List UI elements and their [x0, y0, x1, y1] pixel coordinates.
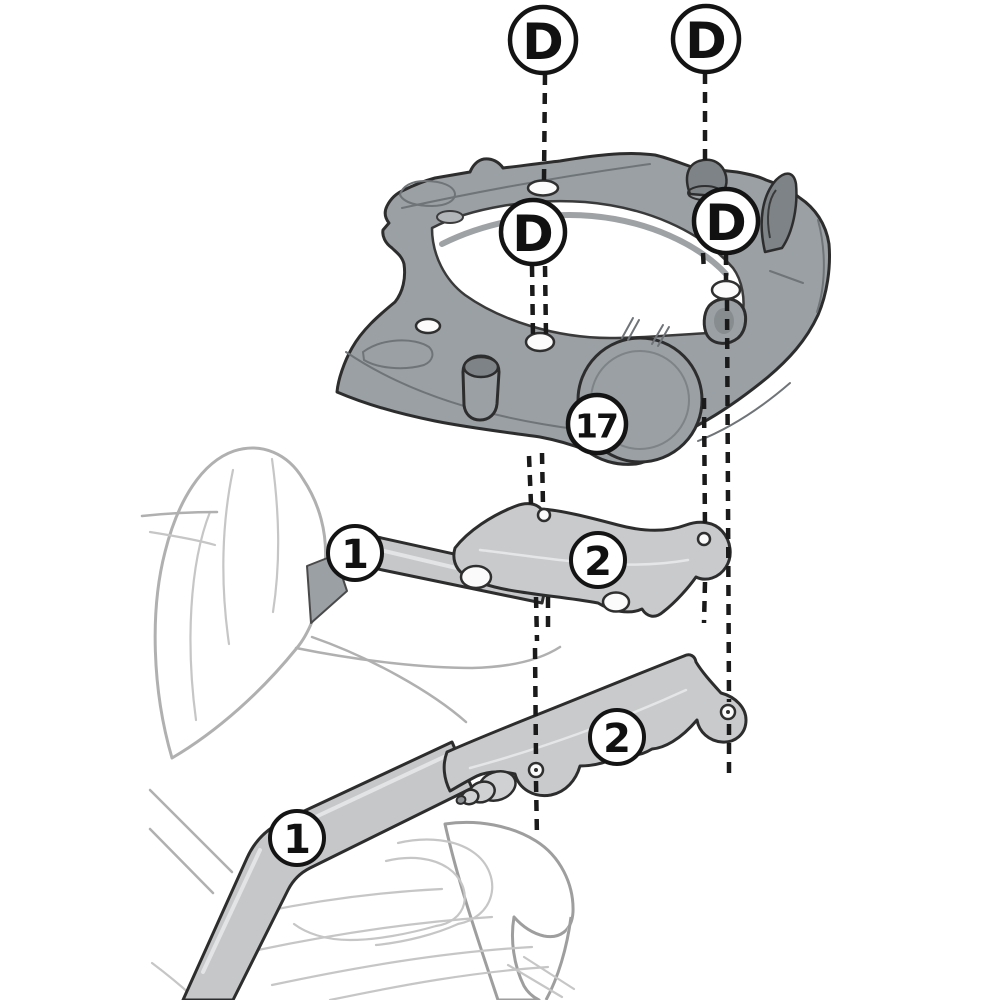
front-wall-crease	[697, 382, 791, 442]
dashed-line	[724, 299, 732, 703]
dashed-line	[533, 596, 540, 642]
callout-label: D	[522, 13, 564, 71]
tail-light-chevron	[384, 856, 466, 928]
callouts: D D D D 17 1 2 2	[268, 3, 761, 867]
seat-front-line	[140, 510, 219, 518]
dashed-line	[542, 265, 549, 337]
callout-1-lower-rail: 1	[268, 809, 326, 867]
wing-crease	[769, 270, 804, 284]
tail-light-housing	[443, 820, 575, 1000]
seat-front-line	[148, 530, 217, 547]
callout-17-plate: 17	[565, 392, 629, 456]
callout-circle	[670, 3, 742, 75]
callout-circle	[588, 708, 646, 766]
callout-d-mid-left: D	[498, 197, 568, 267]
callout-d-top-right: D	[670, 3, 742, 75]
callout-d-mid-right: D	[691, 186, 761, 256]
callout-2-lower-bracket: 2	[588, 708, 646, 766]
dashed-line	[700, 252, 707, 273]
dashed-line	[533, 780, 540, 839]
tail-light-chevron	[292, 922, 438, 942]
top-bar-edge-line	[401, 163, 651, 209]
fender-line	[522, 955, 576, 991]
callout-label: D	[512, 205, 554, 263]
tail-panel-line	[256, 915, 494, 952]
right-fin-inner-line	[767, 189, 777, 239]
dashed-line	[539, 452, 546, 507]
rubber-bumper-right-top	[714, 308, 734, 334]
callout-circle	[565, 392, 629, 456]
plate-hole-deck-right	[710, 279, 742, 301]
opening-wall-shade	[439, 212, 729, 277]
tail-light-chevron	[396, 838, 494, 926]
callout-label: D	[685, 12, 727, 70]
backrest-outline	[153, 446, 328, 760]
tail-cowl-line	[310, 635, 468, 724]
backrest-seam	[270, 457, 280, 614]
dashed-line	[701, 581, 708, 624]
callout-circle	[326, 524, 384, 582]
lower-bracket-crease	[468, 688, 688, 770]
plate-hole-deck-left	[524, 331, 556, 353]
upper-bracket-slot	[459, 564, 493, 590]
callout-label: 1	[283, 817, 311, 863]
plate-hole-top-left	[526, 179, 560, 197]
wing-fold-line	[816, 219, 825, 313]
callout-circle	[498, 197, 568, 267]
bolt-tip	[455, 795, 467, 805]
callout-label: 17	[575, 407, 617, 446]
fender-line	[506, 963, 564, 999]
deck-ridge-mark	[657, 326, 670, 347]
tail-panel-line	[328, 965, 550, 1000]
dashed-line	[526, 455, 534, 505]
lower-bracket-hole-center	[534, 768, 538, 772]
deck-ridge-mark	[621, 317, 634, 339]
callout-circle	[507, 4, 579, 76]
tail-light-chevron	[374, 922, 460, 947]
backrest-seam	[222, 468, 235, 646]
handle-recess	[398, 179, 457, 208]
callout-d-top-left: D	[507, 4, 579, 76]
dashed-line	[529, 265, 536, 339]
mounting-bolt	[455, 770, 517, 806]
callout-circle	[569, 531, 627, 589]
callout-2-upper-bracket: 2	[569, 531, 627, 589]
dashed-line	[701, 397, 708, 532]
callout-circle	[691, 186, 761, 256]
deck-inset-outline	[361, 339, 434, 370]
callout-label: 1	[341, 532, 369, 578]
lower-bracket-hole-center	[726, 710, 730, 714]
upper-bracket-hole	[696, 531, 712, 547]
deck-ridge-mark	[627, 319, 640, 341]
backrest-seam	[189, 510, 212, 722]
deck-ridge-mark	[651, 324, 664, 345]
tail-panel-line	[260, 887, 444, 914]
callout-label: 2	[603, 716, 631, 762]
rubber-bumper-left-top	[462, 355, 500, 379]
upper-bracket-hole	[536, 507, 552, 523]
plate-hole-left	[414, 317, 442, 335]
upper-bracket-slot	[601, 591, 631, 613]
tail-panel-line	[270, 945, 534, 987]
callout-label: D	[705, 194, 747, 252]
lower-rail-highlight	[290, 753, 450, 830]
alignment-dashed-lines	[526, 73, 732, 839]
callout-1-upper-rail: 1	[326, 524, 384, 582]
right-fin	[760, 172, 798, 254]
seat-lower-line	[148, 827, 215, 895]
fender-edge	[544, 916, 573, 1000]
plate-dimple	[436, 210, 464, 224]
lower-rail-highlight	[201, 848, 262, 974]
callout-label: 2	[584, 539, 612, 585]
seat-lower-line	[148, 788, 234, 874]
callout-circle	[268, 809, 326, 867]
